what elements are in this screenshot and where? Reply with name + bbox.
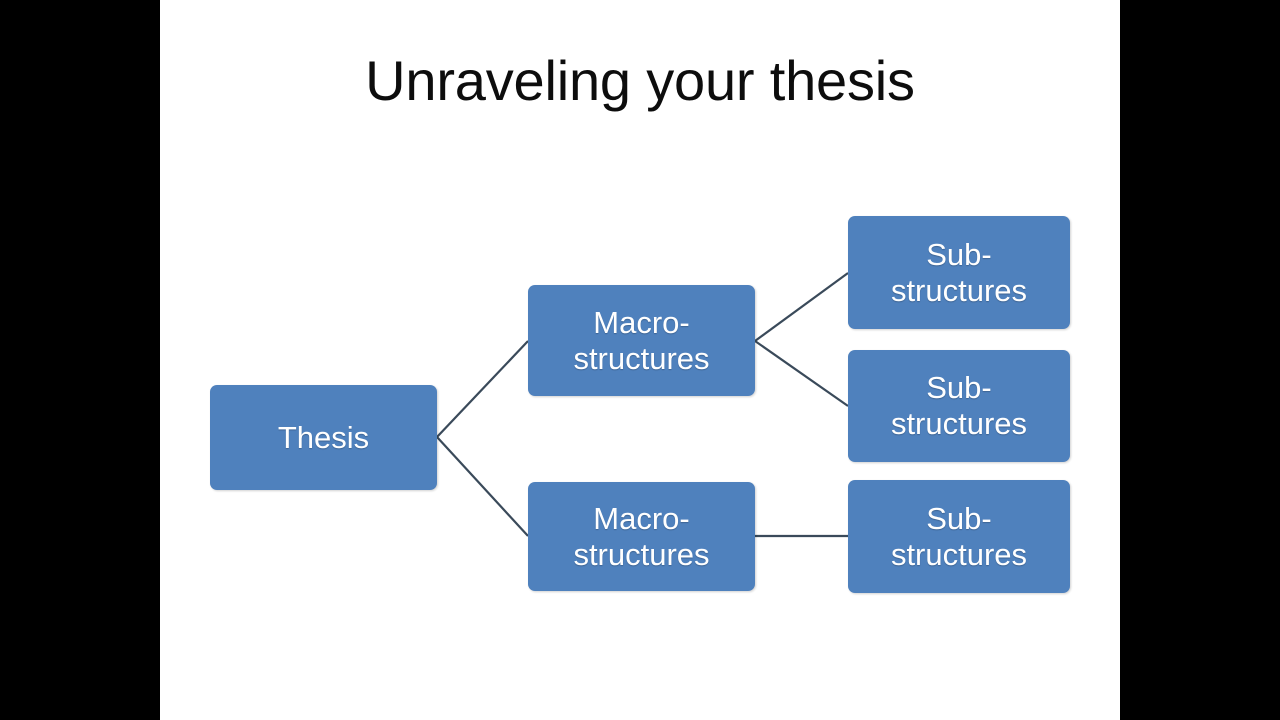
connector-macro-1-to-sub-2 — [754, 340, 849, 407]
diagram-node-sub-3-label: Sub- structures — [890, 500, 1028, 572]
diagram-node-sub-1[interactable]: Sub- structures — [848, 216, 1070, 329]
diagram-node-macro-1-label: Macro- structures — [573, 304, 710, 376]
presentation-slide: Unraveling your thesis Thesis Macro- — [160, 0, 1120, 720]
diagram-node-macro-2[interactable]: Macro- structures — [528, 482, 755, 591]
diagram-node-macro-2-label: Macro- structures — [573, 500, 710, 572]
connector-thesis-to-macro-1 — [436, 340, 529, 438]
diagram-node-sub-1-label: Sub- structures — [890, 236, 1028, 308]
page-title: Unraveling your thesis — [365, 49, 915, 112]
connector-thesis-to-macro-2 — [436, 436, 529, 537]
diagram-node-macro-1[interactable]: Macro- structures — [528, 285, 755, 396]
diagram-node-thesis[interactable]: Thesis — [210, 385, 437, 490]
diagram-node-sub-3[interactable]: Sub- structures — [848, 480, 1070, 593]
letterbox-bar-right — [1120, 0, 1280, 720]
thesis-structure-diagram: Thesis Macro- structures Macro- structur… — [160, 0, 1120, 720]
diagram-node-thesis-label: Thesis — [277, 419, 370, 455]
diagram-node-sub-2-label: Sub- structures — [890, 370, 1028, 441]
diagram-node-sub-2[interactable]: Sub- structures — [848, 350, 1070, 462]
connector-macro-1-to-sub-1 — [754, 272, 849, 342]
letterbox-bar-left — [0, 0, 160, 720]
